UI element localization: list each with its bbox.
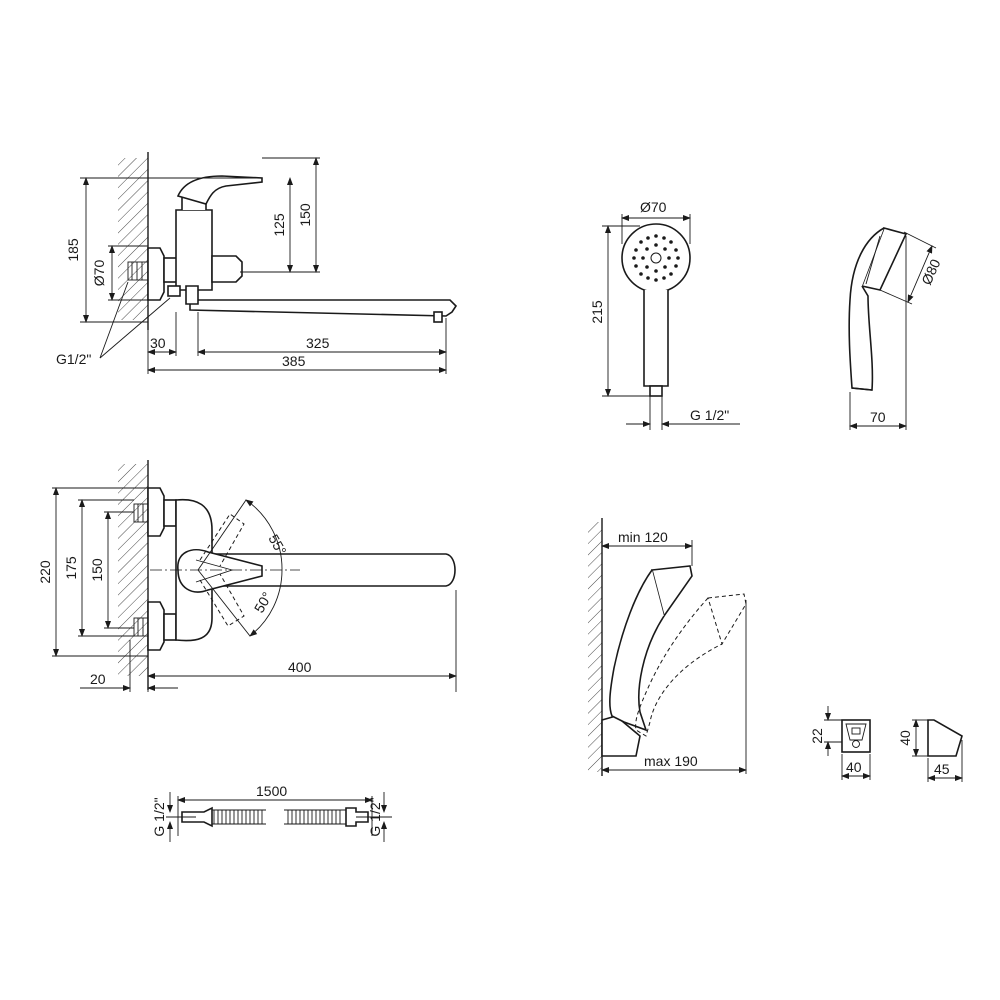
dim-shower-70: 70 <box>870 409 886 425</box>
hand-shower-front: Ø70 215 G 1/2" <box>589 199 740 430</box>
dim-holder-22: 22 <box>809 728 825 744</box>
shower-nozzles <box>632 234 680 282</box>
dim-holder-45: 45 <box>934 761 950 777</box>
dim-holder-40h: 40 <box>897 730 913 746</box>
dim-215: 215 <box>589 300 605 324</box>
wall-hatch-top <box>118 464 148 676</box>
dim-325: 325 <box>306 335 330 351</box>
dim-400: 400 <box>288 659 312 675</box>
dim-150-top: 150 <box>89 558 105 582</box>
mixer-body <box>175 209 213 291</box>
shower-outlet <box>167 285 181 297</box>
dim-max-190: max 190 <box>644 753 698 769</box>
spout-top <box>193 553 456 587</box>
dim-hose-thread-left: G 1/2" <box>151 797 167 836</box>
wall-flange <box>147 247 165 301</box>
dim-shower-d80: Ø80 <box>918 256 943 287</box>
dim-d70: Ø70 <box>91 260 107 287</box>
lever-handle <box>176 175 263 205</box>
dim-30: 30 <box>150 335 166 351</box>
wall-hatch <box>118 158 148 320</box>
dim-175: 175 <box>63 556 79 580</box>
shower-hose: 1500 G 1/2" G 1/2" <box>151 783 392 842</box>
shower-handle-side <box>848 227 885 391</box>
dim-20: 20 <box>90 671 106 687</box>
faucet-top-view: 55° 50° 220 175 150 20 400 <box>37 460 457 692</box>
dim-holder-40w: 40 <box>846 759 862 775</box>
dim-thread-g12: G1/2" <box>56 351 91 367</box>
faucet-side-view: 185 Ø70 125 150 G1/2" 30 325 385 <box>56 152 458 374</box>
dim-hose-1500: 1500 <box>256 783 287 799</box>
dim-hose-thread-right: G 1/2" <box>367 797 383 836</box>
dim-min-120: min 120 <box>618 529 668 545</box>
eccentric-connector <box>127 261 149 281</box>
holder-detail: 22 40 40 45 <box>809 706 963 782</box>
shower-handle <box>643 290 669 387</box>
hand-shower-side: Ø80 70 <box>848 227 944 430</box>
dim-185: 185 <box>65 238 81 262</box>
dim-shower-d70: Ø70 <box>640 199 667 215</box>
dim-125: 125 <box>271 213 287 237</box>
spout <box>189 299 458 317</box>
dim-385: 385 <box>282 353 306 369</box>
dim-shower-thread: G 1/2" <box>690 407 729 423</box>
shower-in-holder <box>609 569 665 732</box>
holder-reach-view: min 120 max 190 <box>588 518 747 776</box>
diverter-knob <box>211 255 243 283</box>
holder-side <box>927 719 963 757</box>
dim-220: 220 <box>37 560 53 584</box>
dim-150: 150 <box>297 203 313 227</box>
